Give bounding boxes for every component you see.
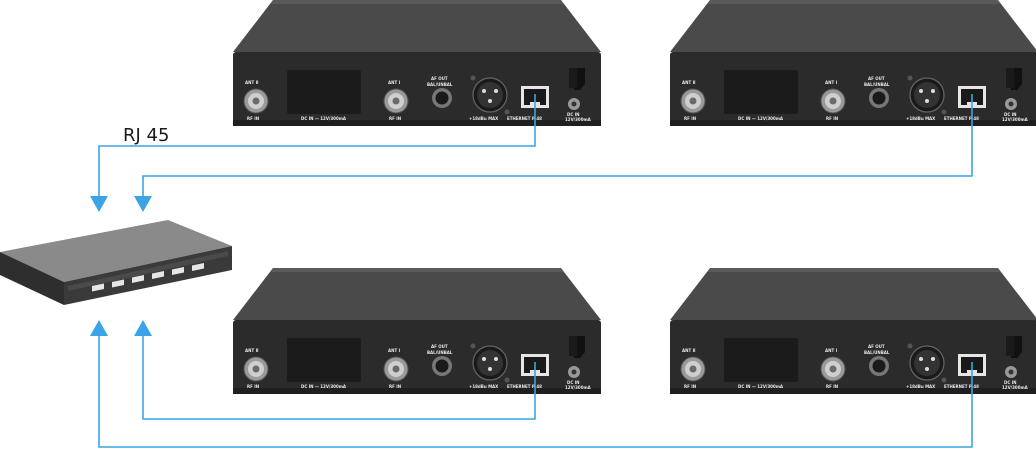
arrow-down-icon [90, 196, 108, 212]
cable-top-right [142, 94, 973, 196]
receiver-unit-bottom-right [669, 267, 1036, 395]
connection-label: RJ 45 [123, 125, 169, 146]
network-switch-icon [0, 220, 232, 305]
cable-top-left [98, 94, 536, 196]
arrow-down-icon [134, 196, 152, 212]
arrow-up-icon [134, 320, 152, 336]
receiver-unit-top-right [669, 0, 1036, 127]
receiver-unit-top-left [232, 0, 602, 127]
cable-bottom-left [142, 336, 536, 420]
ethernet-cables [98, 94, 973, 448]
receiver-unit-bottom-left [232, 267, 602, 395]
arrow-up-icon [90, 320, 108, 336]
cable-bottom-right [98, 336, 973, 448]
